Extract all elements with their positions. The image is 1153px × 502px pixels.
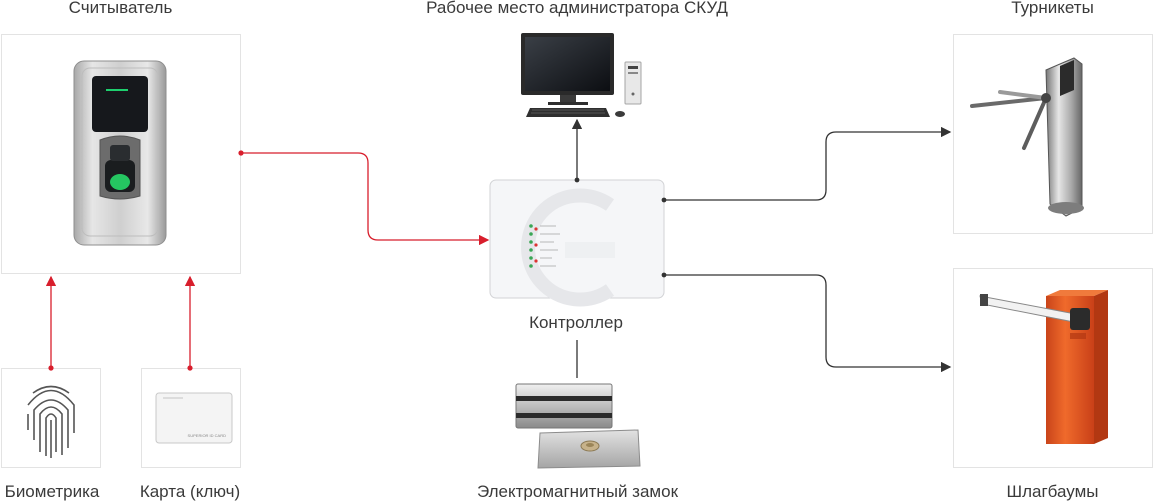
reader-to-controller-connection xyxy=(241,152,490,246)
reader-label: Считыватель xyxy=(68,0,173,17)
rfid-card-image: SUPERIOR ID CARD xyxy=(155,392,233,444)
electromagnetic-lock-image xyxy=(515,383,641,469)
barrier-image xyxy=(979,290,1108,444)
controller-to-turnstiles-connection xyxy=(664,126,952,201)
biometrics-connection-dot xyxy=(48,365,54,371)
turnstile-image xyxy=(970,57,1084,217)
card-connection-dot xyxy=(187,365,193,371)
controller-top-dot xyxy=(574,177,580,183)
fingerprint-reader-device xyxy=(73,60,167,246)
card-print-text: SUPERIOR ID CARD xyxy=(188,433,227,438)
admin-workstation-label: Рабочее место администратора СКУД xyxy=(426,0,728,17)
controller-device xyxy=(489,179,665,307)
barriers-label: Шлагбаумы xyxy=(1006,482,1099,501)
controller-to-barriers-connection xyxy=(664,274,952,373)
admin-computer-image xyxy=(521,33,642,117)
fingerprint-icon xyxy=(27,385,75,458)
biometrics-label: Биометрика xyxy=(4,482,100,501)
electromagnetic-lock-label: Электромагнитный замок xyxy=(476,482,679,501)
controller-turnstile-dot xyxy=(661,197,667,203)
card-label: Карта (ключ) xyxy=(139,482,241,501)
turnstiles-label: Турникеты xyxy=(1011,0,1094,17)
controller-label: Контроллер xyxy=(529,313,623,332)
controller-barrier-dot xyxy=(661,272,667,278)
reader-connection-dot xyxy=(238,150,244,156)
